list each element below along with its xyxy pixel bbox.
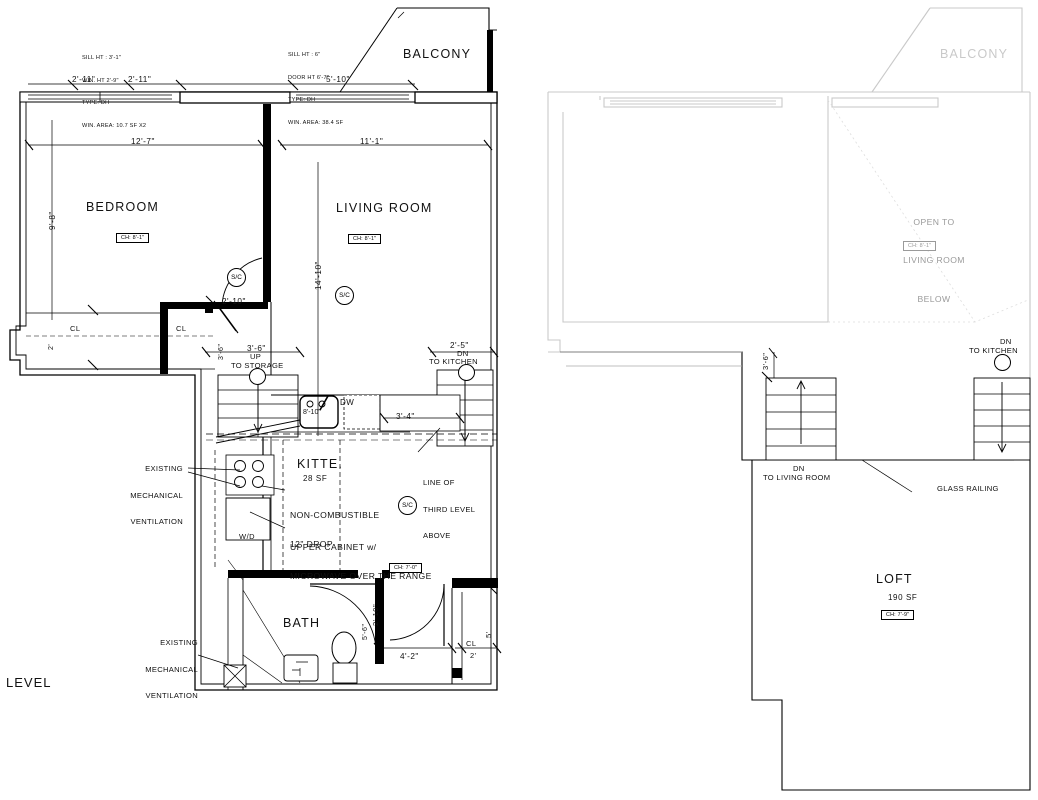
room-label-balcony: BALCONY	[403, 47, 472, 61]
smoke-co-detector-icon: S/C	[335, 286, 354, 305]
living-room-window-note: SILL HT : 6" DOOR HT 6'-7" TYPE: DH WIN.…	[288, 37, 343, 135]
closet-label-bath: CL	[466, 639, 477, 648]
callout-mech-vent-kitchen: EXISTING MECHANICAL VENTILATION	[115, 448, 183, 535]
dim-kitchen-run: 3'-4"	[396, 412, 415, 421]
callout-line: MICROWAVE OVER THE RANGE	[290, 571, 432, 582]
callout-line: EXISTING	[145, 464, 183, 474]
ceiling-tag-living: CH: 8'-1"	[348, 234, 382, 244]
callout-line: ABOVE	[423, 530, 451, 540]
open-line-2: LIVING ROOM	[903, 255, 965, 266]
room-label-bath: BATH	[283, 616, 321, 630]
note-line: TYPE: DH	[82, 100, 110, 107]
note-line: SILL HT : 6"	[288, 52, 321, 59]
callout-line: LINE OF	[423, 478, 455, 488]
stair-dest-kitchen: TO KITCHEN	[429, 357, 478, 366]
dim-window-left-a: 2'-11"	[72, 75, 96, 84]
dim-bedroom-door-leaf: 3'-6"	[218, 343, 225, 360]
dim-bedroom-width: 12'-7"	[131, 137, 155, 146]
room-label-living: LIVING ROOM	[336, 201, 433, 215]
sheet-label: LEVEL	[6, 675, 52, 690]
right-stair-direction-dn: DN	[793, 464, 805, 473]
closet-label-left: CL	[70, 324, 81, 333]
stair-dest-storage: TO STORAGE	[231, 361, 284, 370]
dim-stair-kitchen: 2'-5"	[450, 341, 469, 350]
stair-arrow-node-icon	[458, 364, 475, 381]
room-label-bedroom: BEDROOM	[86, 200, 159, 214]
ceiling-tag-open-to-below: CH: 8'-1"	[903, 241, 937, 251]
ceiling-tag-loft: CH: 7'-9"	[881, 610, 915, 620]
note-line: WIN. AREA: 38.4 SF	[288, 120, 344, 127]
room-label-loft: LOFT	[876, 572, 913, 586]
callout-line: UPPER CABINET w/	[290, 541, 377, 552]
stair-arrow-node-icon	[249, 368, 266, 385]
smoke-co-detector-icon: S/C	[227, 268, 246, 287]
dim-window-right: 5'-10"	[326, 75, 350, 84]
dim-bath-depth: 5'-6"	[362, 623, 369, 640]
callout-line: VENTILATION	[145, 690, 198, 700]
right-stair-dest-kitchen: TO KITCHEN	[969, 346, 1018, 355]
callout-non-combustible: NON-COMBUSTIBLE 12" DROP	[290, 491, 380, 560]
dim-right-stair-width: 3'-6"	[761, 352, 770, 370]
dim-closet-bath-b: 5'	[484, 631, 493, 638]
callout-line: EXISTING	[160, 638, 198, 648]
open-line-1: OPEN TO	[913, 216, 955, 227]
note-line: WIN. HT 2'-9"	[82, 77, 119, 84]
stair-direction-dn: DN	[457, 349, 469, 358]
dim-bedroom-door: 2'-10"	[222, 297, 246, 306]
callout-line-of-third-level: LINE OF THIRD LEVEL ABOVE	[423, 462, 475, 549]
dim-closet-depth: 2'	[48, 343, 55, 350]
ceiling-tag-bedroom: CH: 8'-1"	[116, 233, 150, 243]
appliance-label-wd: W/D	[239, 532, 256, 541]
dim-kitchen-sink: 8'-10"	[303, 409, 321, 416]
room-label-open-to-below: OPEN TO LIVING ROOM BELOW	[888, 190, 980, 319]
callout-glass-railing: GLASS RAILING	[937, 484, 999, 493]
callout-line: MECHANICAL	[145, 664, 198, 674]
callout-line: VENTILATION	[130, 516, 183, 526]
dim-living-width: 11'-1"	[360, 137, 384, 146]
appliance-label-dw: DW	[340, 398, 355, 407]
note-line: DOOR HT 6'-7"	[288, 74, 329, 81]
dim-bath-width: 4'-2"	[400, 652, 419, 661]
callout-upper-cabinet: UPPER CABINET w/ MICROWAVE OVER THE RANG…	[290, 523, 432, 592]
right-stair-dest-living: TO LIVING ROOM	[763, 473, 831, 482]
note-line: TYPE: DH	[288, 97, 316, 104]
smoke-co-detector-icon: S/C	[398, 496, 417, 515]
room-label-kitchen: KITTE.	[297, 457, 344, 471]
callout-line: NON-COMBUSTIBLE	[290, 509, 380, 520]
note-line: SILL HT : 3'-1"	[82, 55, 122, 62]
dim-stair-storage: 3'-6"	[247, 344, 266, 353]
right-stair-direction-dn-kitchen: DN	[1000, 337, 1012, 346]
stair-arrow-node-icon	[994, 354, 1011, 371]
room-area-kitchen: 28 SF	[303, 474, 328, 483]
note-line: WIN. AREA: 10.7 SF X2	[82, 123, 147, 130]
closet-label-right: CL	[176, 324, 187, 333]
dim-living-height: 14'-10"	[314, 261, 323, 290]
callout-line: MECHANICAL	[130, 490, 183, 500]
dim-bath-door: 2'-10"	[371, 603, 380, 626]
stair-direction-up: UP	[250, 352, 262, 361]
room-label-balcony-upper: BALCONY	[940, 47, 1009, 61]
callout-line: 12" DROP	[290, 539, 334, 550]
callout-mech-vent-bath: EXISTING MECHANICAL VENTILATION	[130, 622, 198, 709]
ceiling-tag-bath: CH: 7'-0"	[389, 563, 423, 573]
bedroom-window-note: SILL HT : 3'-1" WIN. HT 2'-9" TYPE: DH W…	[82, 40, 146, 138]
dim-window-left-b: 2'-11"	[128, 75, 152, 84]
open-line-3: BELOW	[917, 294, 951, 305]
callout-line: THIRD LEVEL	[423, 504, 476, 514]
dim-closet-bath-a: 2'	[470, 651, 477, 660]
room-area-loft: 190 SF	[888, 593, 918, 602]
dim-bedroom-height: 9'-8"	[48, 211, 57, 230]
